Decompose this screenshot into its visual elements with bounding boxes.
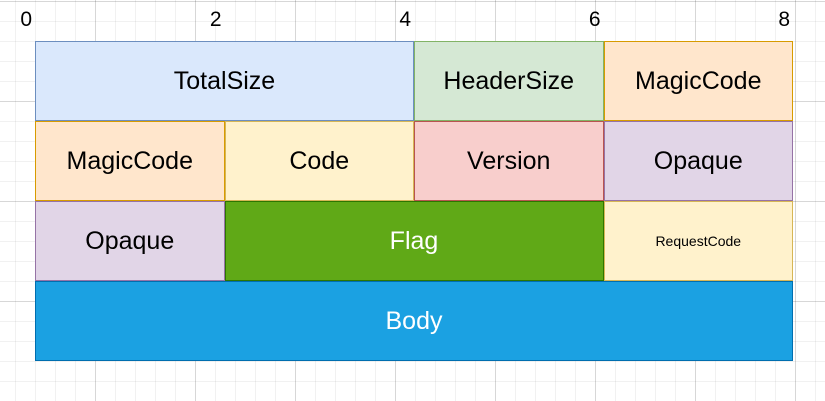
field-totalsize-r0: TotalSize [35,41,414,121]
axis-tick-0: 0 [20,8,32,31]
field-body-r3: Body [35,281,793,361]
field-magiccode-r1: MagicCode [35,121,225,201]
field-headersize-r0: HeaderSize [414,41,604,121]
axis-tick-6: 6 [588,8,601,31]
field-version-r1: Version [414,121,604,201]
axis-tick-8: 8 [778,8,790,31]
field-magiccode-r0: MagicCode [603,41,793,121]
field-requestcode-r2: RequestCode [603,201,793,281]
field-opaque-r2: Opaque [35,201,225,281]
field-flag-r2: Flag [224,201,604,281]
field-code-r1: Code [224,121,414,201]
axis-tick-2: 2 [209,8,222,31]
field-opaque-r1: Opaque [603,121,793,201]
axis-tick-4: 4 [399,8,411,31]
